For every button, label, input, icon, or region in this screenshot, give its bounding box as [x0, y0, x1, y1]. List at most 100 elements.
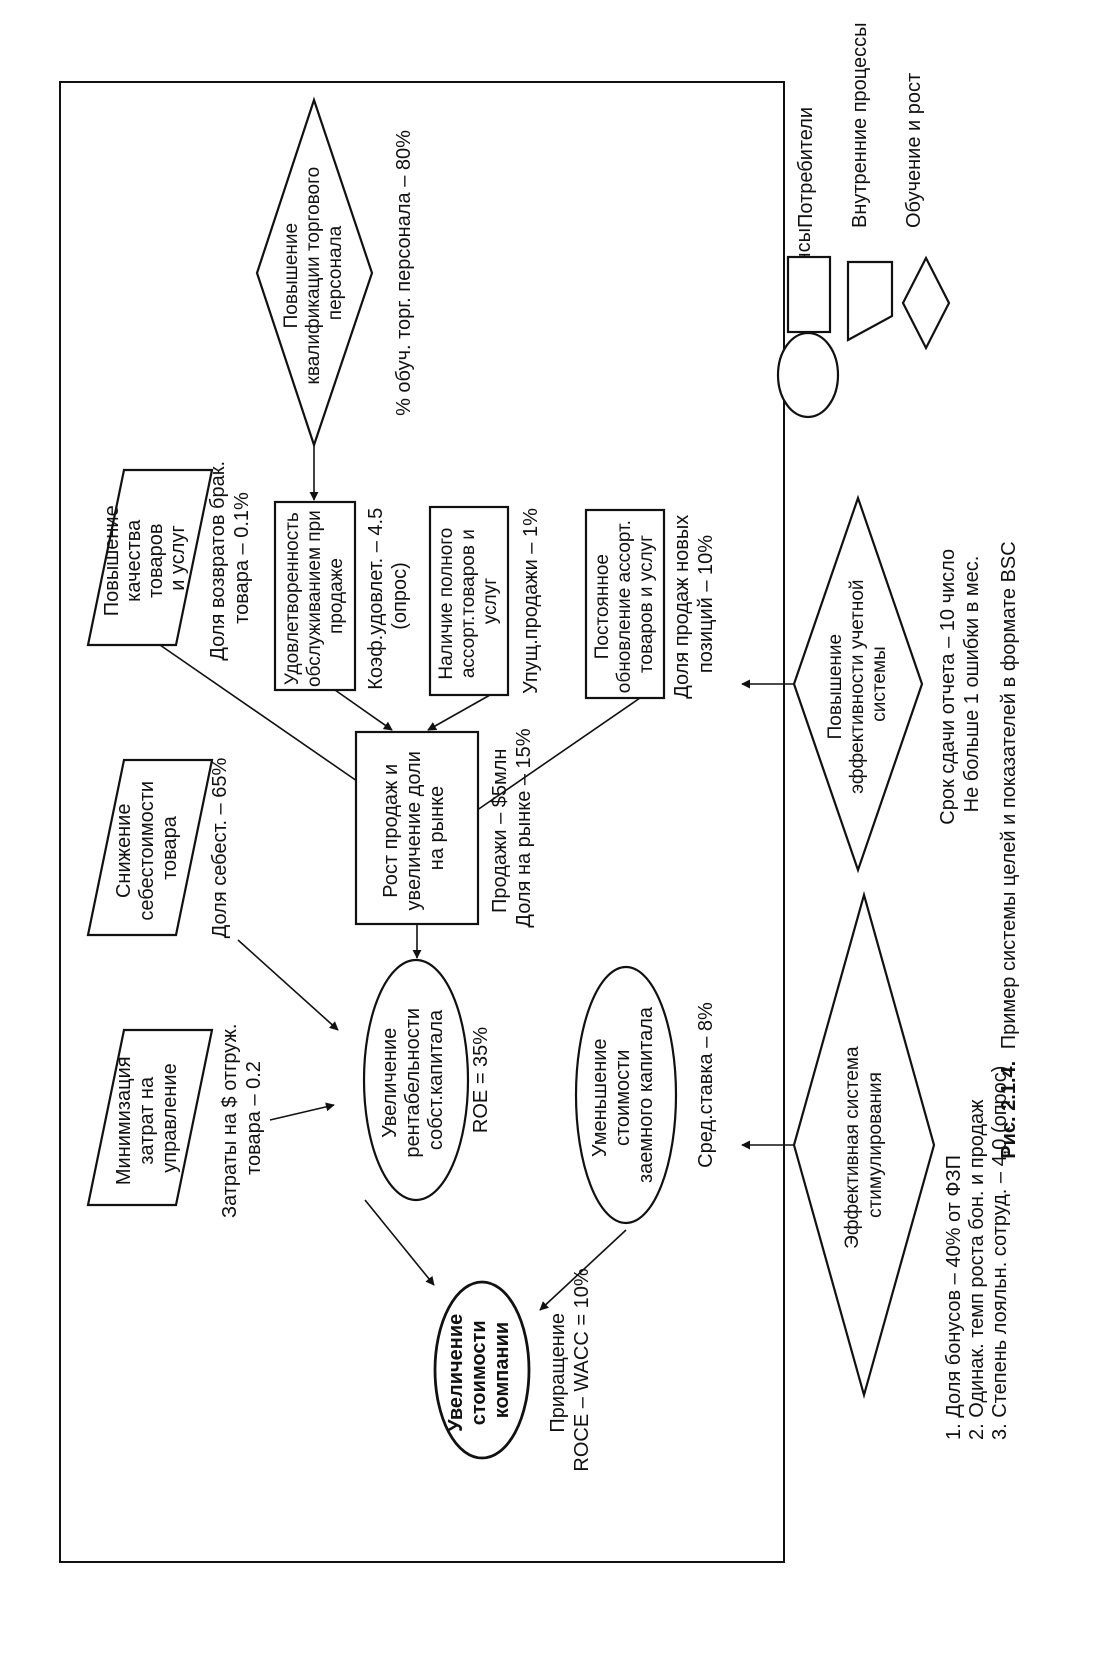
- edge-quality-to-sales: [159, 644, 371, 791]
- edge-debt-to-value: [539, 1229, 627, 1311]
- diagram-frame: [59, 81, 785, 1563]
- node-assortment-line: услуг: [480, 578, 501, 624]
- node-roe-line: рентабельности: [402, 1008, 424, 1158]
- node-quality-line: товаров: [145, 524, 167, 598]
- metric-staff: % обуч. торг. персонала – 80%: [393, 130, 415, 416]
- node-debt-cost: Уменьшение стоимости заемного капитала: [574, 965, 678, 1225]
- svg-text:Наличие полного ассорт.т: Наличие полного ассорт.товаров и услуг: [436, 522, 501, 679]
- node-renewal: Постоянное обновление ассорт. товаров и …: [584, 508, 666, 700]
- svg-text:Увеличение стоимости: Увеличение стоимости компании: [445, 1308, 513, 1432]
- node-sales-growth: Рост продаж и увеличение доли на рынке: [354, 730, 480, 926]
- node-incentives-line: стимулирования: [865, 1072, 886, 1218]
- node-roe-line: Увеличение: [379, 1028, 401, 1138]
- node-incentives: Эффективная система стимулирования: [792, 890, 936, 1400]
- node-staff-line: Повышение: [281, 223, 302, 328]
- metric-company-value: Приращение ROCE – WACC = 10%: [547, 1268, 593, 1471]
- edge-assortment-to-sales: [427, 694, 491, 731]
- svg-text:Эффективная система стим: Эффективная система стимулирования: [842, 1041, 886, 1249]
- metric-quality: Доля возвратов брак. товара – 0.1%: [207, 455, 253, 660]
- metric-accounting: Срок сдачи отчета – 10 число Не больше 1…: [937, 543, 983, 825]
- legend-parallelogram-shape: [846, 260, 894, 342]
- legend-rectangle-shape: [786, 255, 832, 334]
- metric-satisfaction: Коэф.удовлет. – 4.5 (опрос): [365, 502, 411, 690]
- edge-roe-to-value: [364, 1199, 435, 1286]
- node-assortment-line: ассорт.товаров и: [458, 529, 479, 678]
- figure-caption: Рис. 2.1.4. Пример системы целей и показ…: [998, 541, 1020, 1158]
- legend-learning-label: Обучение и рост: [903, 73, 925, 228]
- node-accounting-line: Повышение: [825, 634, 846, 739]
- metric-sales: Продажи – $5млн Доля на рынке – 15%: [489, 728, 535, 927]
- node-renewal-line: Постоянное: [592, 554, 613, 659]
- node-satisfaction: Удовлетворенность обслуживанием при прод…: [273, 500, 357, 692]
- node-cost-reduction: Снижение себестоимости товара: [86, 758, 214, 937]
- node-debt-line: заемного капитала: [635, 1006, 657, 1183]
- node-admin-line: затрат на: [136, 1076, 158, 1165]
- node-roe-growth: Увеличение рентабельности собст.капитала: [362, 958, 470, 1202]
- node-assortment: Наличие полного ассорт.товаров и услуг: [428, 505, 510, 697]
- node-sales-line: увеличение доли: [403, 751, 425, 910]
- node-staff-line: квалификации торгового: [303, 167, 324, 385]
- node-quality-line: Повышение: [101, 505, 123, 616]
- metric-roe: ROE = 35%: [470, 1027, 492, 1133]
- node-roe-line: собст.капитала: [425, 1009, 447, 1150]
- node-admin-costs: Минимизация затрат на управление: [86, 1028, 214, 1207]
- node-quality-line: качества: [123, 519, 145, 602]
- edges: [159, 445, 794, 1311]
- node-satisfaction-line: обслуживанием при: [304, 510, 325, 687]
- edge-cost-to-roe: [237, 939, 339, 1031]
- node-company-value-line: стоимости: [468, 1320, 490, 1425]
- legend-diamond-shape: [901, 255, 951, 351]
- figure-caption-text: Пример системы целей и показателей в фор…: [998, 541, 1020, 1049]
- node-company-value-line: компании: [491, 1322, 513, 1418]
- node-accounting-line: эффективности учетной: [847, 579, 868, 793]
- figure-caption-label: Рис. 2.1.4.: [998, 1061, 1020, 1159]
- svg-text:Увеличение рентабельност: Увеличение рентабельности собст.капитала: [379, 1002, 447, 1157]
- node-assortment-line: Наличие полного: [436, 528, 457, 680]
- node-cost-line: Снижение: [113, 804, 135, 899]
- node-cost-line: товара: [159, 815, 181, 880]
- node-renewal-line: обновление ассорт.: [614, 520, 635, 693]
- edge-satisfaction-to-sales: [334, 689, 393, 731]
- node-staff-line: персонала: [325, 225, 346, 320]
- edge-admin-to-roe: [269, 1102, 335, 1121]
- node-incentives-line: Эффективная система: [842, 1046, 863, 1249]
- metric-admin: Затраты на $ отгруж. товара – 0.2: [219, 1018, 265, 1218]
- node-satisfaction-line: продаже: [326, 558, 347, 634]
- legend-processes-label: Внутренние процессы: [849, 22, 871, 228]
- node-cost-line: себестоимости: [136, 781, 158, 921]
- metric-renewal: Доля продаж новых позиций – 10%: [671, 509, 717, 699]
- node-accounting-line: системы: [869, 646, 890, 721]
- svg-text:Рост продаж и увеличение: Рост продаж и увеличение доли на рынке: [380, 746, 448, 911]
- svg-text:Повышение эффективности: Повышение эффективности учетной системы: [825, 574, 890, 794]
- legend-ellipse-shape: [776, 331, 840, 419]
- node-quality: Повышение качества товаров и услуг: [86, 468, 214, 647]
- edge-renewal-to-sales: [469, 697, 641, 816]
- svg-text:Повышение качества: Повышение качества товаров и услуг: [101, 500, 189, 617]
- node-debt-line: стоимости: [612, 1050, 634, 1146]
- metric-assortment: Упущ.продажи – 1%: [520, 508, 542, 694]
- node-admin-line: управление: [159, 1063, 181, 1172]
- metric-debt: Сред.ставка – 8%: [695, 1002, 717, 1168]
- metric-cost: Доля себест. – 65%: [209, 758, 231, 939]
- node-staff-qualification: Повышение квалификации торгового персона…: [255, 96, 374, 449]
- legend: Финансы Потребители Внутренние процессы …: [776, 22, 951, 419]
- svg-text:Снижение себестоимости: Снижение себестоимости товара: [113, 775, 181, 920]
- node-debt-line: Уменьшение: [589, 1038, 611, 1157]
- node-sales-line: Рост продаж и: [380, 764, 402, 898]
- node-company-value-line: Увеличение: [445, 1314, 467, 1432]
- node-accounting: Повышение эффективности учетной системы: [792, 494, 924, 874]
- metric-incentives: 1. Доля бонусов – 40% от ФЗП 2. Одинак. …: [943, 1066, 1011, 1440]
- legend-customers-label: Потребители: [795, 107, 817, 228]
- svg-text:Удовлетворенность обслуж: Удовлетворенность обслуживанием при прод…: [282, 505, 347, 687]
- svg-text:Минимизация затрат на: Минимизация затрат на управление: [113, 1051, 181, 1185]
- node-admin-line: Минимизация: [113, 1056, 135, 1185]
- svg-text:Повышение квалификации т: Повышение квалификации торгового персона…: [281, 162, 346, 385]
- node-satisfaction-line: Удовлетворенность: [282, 512, 303, 685]
- node-renewal-line: товаров и услуг: [636, 535, 657, 673]
- svg-text:Постоянное обновление ас: Постоянное обновление ассорт. товаров и …: [592, 515, 657, 693]
- node-sales-line: на рынке: [426, 786, 448, 870]
- svg-text:Уменьшение стоимости: Уменьшение стоимости заемного капитала: [589, 1006, 657, 1183]
- node-quality-line: и услуг: [167, 525, 189, 590]
